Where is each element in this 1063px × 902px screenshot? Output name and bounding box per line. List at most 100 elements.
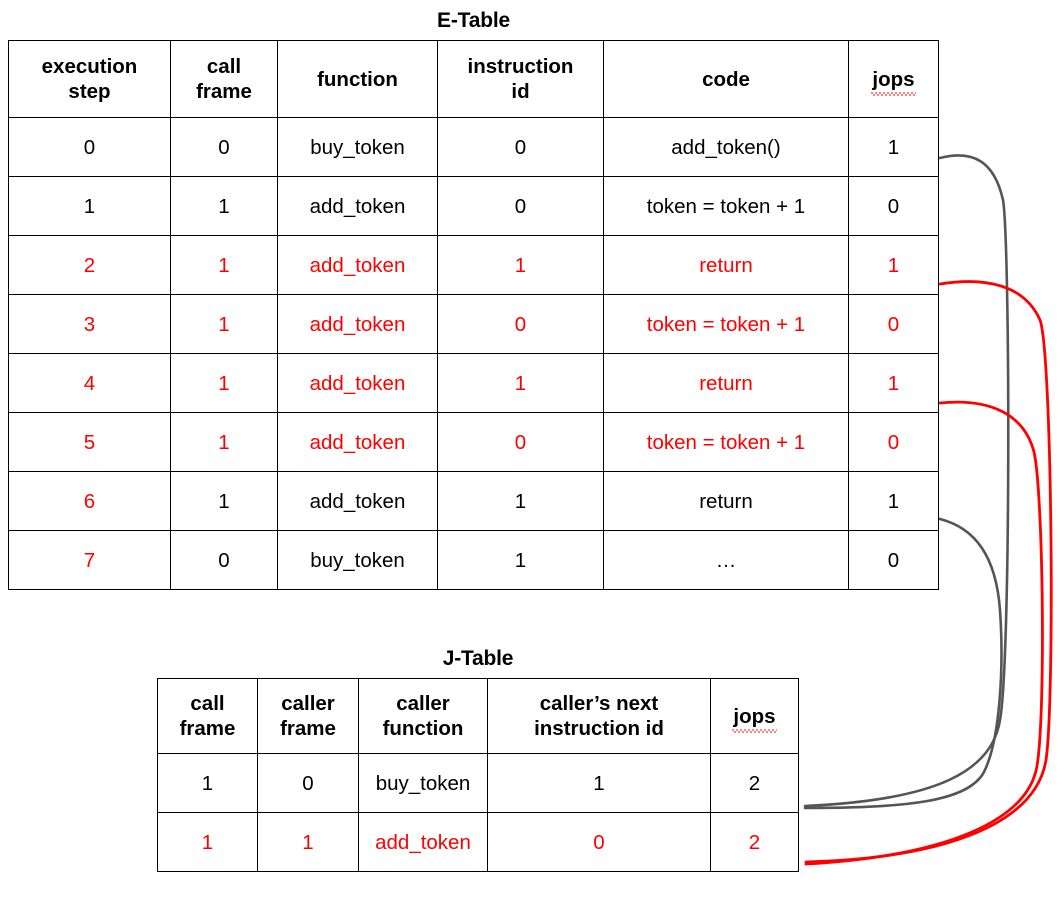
cell-code: add_token() (603, 117, 849, 177)
e-table-header-function: function (277, 40, 438, 118)
header-line-2: frame (179, 717, 236, 740)
cell-jops: 2 (710, 753, 799, 813)
e-table-header-jops: jops (848, 40, 939, 118)
cell-jops: 0 (848, 294, 939, 354)
cell-caller_frame: 0 (257, 753, 359, 813)
j-table-header-caller-function: caller function (358, 678, 488, 754)
cell-execution_step: 3 (8, 294, 171, 354)
cell-callers_next_instruction_id: 0 (487, 812, 711, 872)
cell-function: add_token (277, 176, 438, 236)
cell-instruction_id: 0 (437, 176, 604, 236)
cell-call_frame: 1 (157, 812, 258, 872)
cell-instruction_id: 0 (437, 117, 604, 177)
cell-execution_step: 5 (8, 412, 171, 472)
cell-function: add_token (277, 353, 438, 413)
j-table-header-callers-next-instruction-id: caller’s next instruction id (487, 678, 711, 754)
j-table: call frame caller frame caller function … (157, 678, 799, 872)
cell-code: return (603, 235, 849, 295)
e-table-header-code: code (603, 40, 849, 118)
cell-function: buy_token (277, 117, 438, 177)
e-table-title: E-Table (437, 9, 510, 32)
cell-call_frame: 1 (170, 235, 278, 295)
cell-call_frame: 0 (170, 530, 278, 590)
cell-call_frame: 1 (170, 176, 278, 236)
header-line-2: frame (280, 717, 336, 740)
cell-code: token = token + 1 (603, 412, 849, 472)
header-line-1: instruction (467, 55, 574, 78)
cell-call_frame: 1 (170, 353, 278, 413)
cell-code: return (603, 471, 849, 531)
spellcheck-underline-jops: jops (871, 67, 916, 96)
j-table-header-row: call frame caller frame caller function … (157, 678, 799, 754)
cell-jops: 1 (848, 117, 939, 177)
cell-call_frame: 1 (170, 471, 278, 531)
cell-execution_step: 7 (8, 530, 171, 590)
cell-code: token = token + 1 (603, 176, 849, 236)
j-table-header-caller-frame: caller frame (257, 678, 359, 754)
cell-call_frame: 0 (170, 117, 278, 177)
header-line-2: id (511, 80, 530, 103)
cell-jops: 0 (848, 176, 939, 236)
e-table-block: E-Table execution step call frame functi… (8, 8, 939, 590)
header-line-2: function (382, 717, 464, 740)
j-table-block: J-Table call frame caller frame (157, 646, 799, 872)
j-table-header-call-frame: call frame (157, 678, 258, 754)
header-line-1: call (190, 692, 225, 715)
cell-instruction_id: 1 (437, 530, 604, 590)
cell-execution_step: 1 (8, 176, 171, 236)
header-line-2: frame (196, 80, 252, 103)
cell-jops: 1 (848, 471, 939, 531)
cell-function: add_token (277, 235, 438, 295)
header-line-2: instruction id (534, 717, 664, 740)
cell-execution_step: 4 (8, 353, 171, 413)
cell-function: add_token (277, 471, 438, 531)
cell-instruction_id: 0 (437, 294, 604, 354)
cell-caller_frame: 1 (257, 812, 359, 872)
header-line-1: execution (41, 55, 138, 78)
cell-call_frame: 1 (170, 294, 278, 354)
header-line-1: caller (396, 692, 450, 715)
cell-code: … (603, 530, 849, 590)
cell-jops: 0 (848, 412, 939, 472)
cell-instruction_id: 0 (437, 412, 604, 472)
cell-jops: 1 (848, 235, 939, 295)
cell-caller_function: add_token (358, 812, 488, 872)
cell-call_frame: 1 (170, 412, 278, 472)
cell-jops: 0 (848, 530, 939, 590)
cell-instruction_id: 1 (437, 235, 604, 295)
cell-instruction_id: 1 (437, 353, 604, 413)
spellcheck-underline-jops: jops (732, 704, 777, 733)
cell-execution_step: 2 (8, 235, 171, 295)
j-table-title: J-Table (442, 647, 514, 670)
e-table-header-instruction-id: instruction id (437, 40, 604, 118)
cell-callers_next_instruction_id: 1 (487, 753, 711, 813)
e-table-header-row: execution step call frame function instr… (8, 40, 939, 118)
e-table-header-execution-step: execution step (8, 40, 171, 118)
cell-code: return (603, 353, 849, 413)
cell-caller_function: buy_token (358, 753, 488, 813)
cell-jops: 2 (710, 812, 799, 872)
header-line-1: caller’s next (539, 692, 659, 715)
cell-function: add_token (277, 294, 438, 354)
cell-code: token = token + 1 (603, 294, 849, 354)
header-line-1: call (206, 55, 242, 78)
cell-jops: 1 (848, 353, 939, 413)
j-table-header-jops: jops (710, 678, 799, 754)
cell-function: buy_token (277, 530, 438, 590)
e-table: execution step call frame function instr… (8, 40, 939, 590)
header-line-2: step (68, 80, 111, 103)
cell-call_frame: 1 (157, 753, 258, 813)
cell-execution_step: 6 (8, 471, 171, 531)
cell-function: add_token (277, 412, 438, 472)
